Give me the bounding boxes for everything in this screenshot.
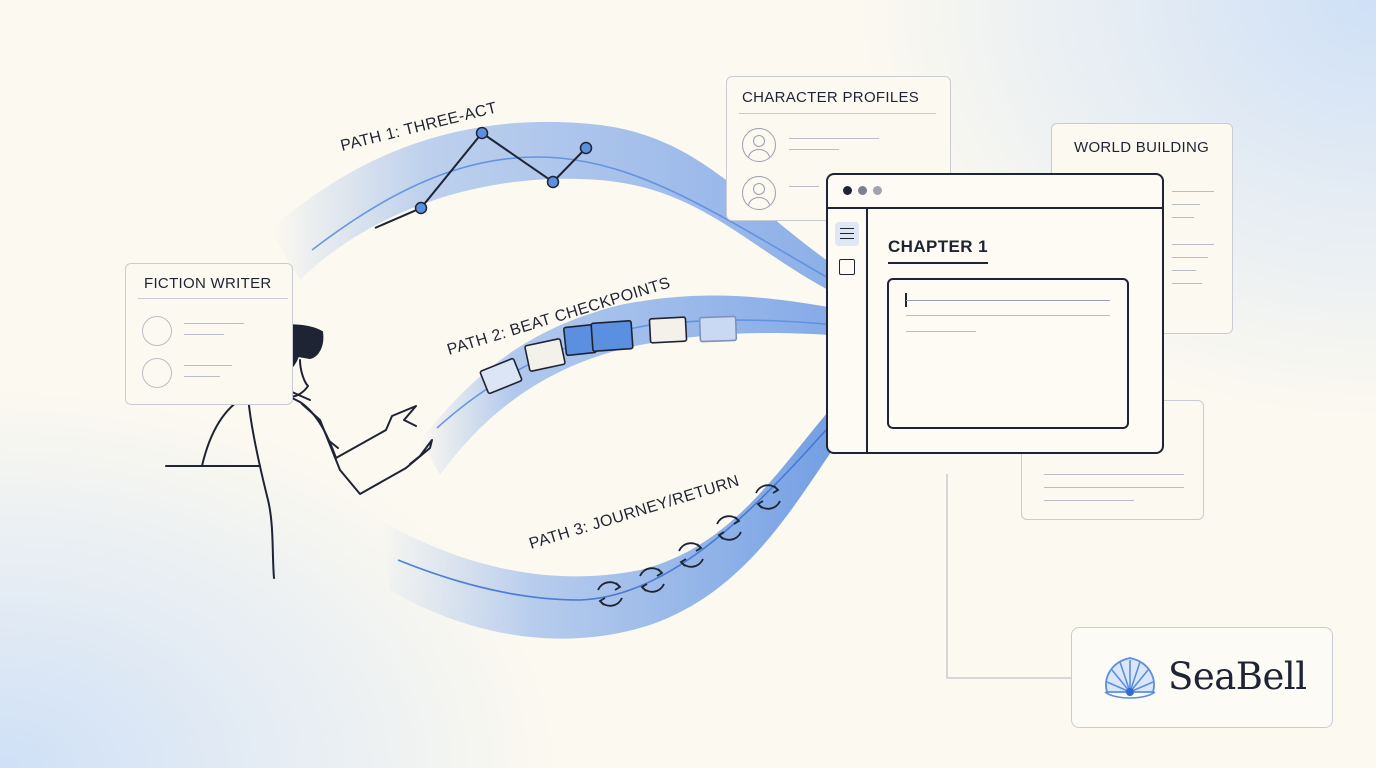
person-icon (742, 176, 776, 210)
shell-logo-icon (1104, 657, 1156, 699)
window-dot[interactable] (873, 186, 882, 195)
text-line (1172, 204, 1200, 205)
text-line (906, 300, 1110, 301)
avatar (142, 316, 172, 346)
text-line (1172, 217, 1194, 218)
editor-sidebar (828, 209, 868, 452)
text-line (184, 334, 224, 335)
text-line (789, 149, 839, 150)
text-line (1172, 257, 1208, 258)
text-line (1044, 474, 1184, 475)
divider (138, 298, 288, 299)
divider (739, 113, 936, 114)
text-line (1172, 191, 1214, 192)
window-dot[interactable] (858, 186, 867, 195)
text-cursor (905, 293, 907, 307)
text-line (1172, 270, 1196, 271)
window-titlebar (828, 175, 1162, 209)
editor-window: CHAPTER 1 (826, 173, 1164, 454)
menu-icon[interactable] (835, 222, 859, 246)
text-line (1172, 283, 1202, 284)
text-line (906, 331, 976, 332)
fiction-writer-card: FICTION WRITER (125, 263, 293, 405)
text-line (184, 323, 244, 324)
character-profiles-title: CHARACTER PROFILES (742, 89, 920, 106)
text-line (906, 315, 1110, 316)
chapter-editor[interactable] (887, 278, 1129, 429)
chapter-title: CHAPTER 1 (888, 237, 988, 264)
text-line (1172, 244, 1214, 245)
stream-path-1 (270, 121, 890, 319)
person-icon (742, 128, 776, 162)
text-line (184, 365, 232, 366)
avatar (142, 358, 172, 388)
text-line (789, 138, 879, 139)
text-line (1044, 487, 1184, 488)
world-building-title: WORLD BUILDING (1074, 139, 1210, 156)
checkbox-icon[interactable] (839, 259, 855, 275)
text-line (184, 376, 220, 377)
text-line (1044, 500, 1134, 501)
refresh-cycle-icons (597, 484, 781, 607)
brand-card: SeaBell (1071, 627, 1333, 728)
three-act-line (374, 126, 593, 229)
window-dot[interactable] (843, 186, 852, 195)
brand-name: SeaBell (1168, 655, 1307, 698)
stream-path-3 (380, 350, 890, 639)
stream-path-2 (420, 295, 890, 475)
fiction-writer-title: FICTION WRITER (144, 275, 272, 292)
connector-line (946, 474, 1071, 679)
text-line (789, 186, 819, 187)
beat-checkpoints (479, 315, 738, 395)
